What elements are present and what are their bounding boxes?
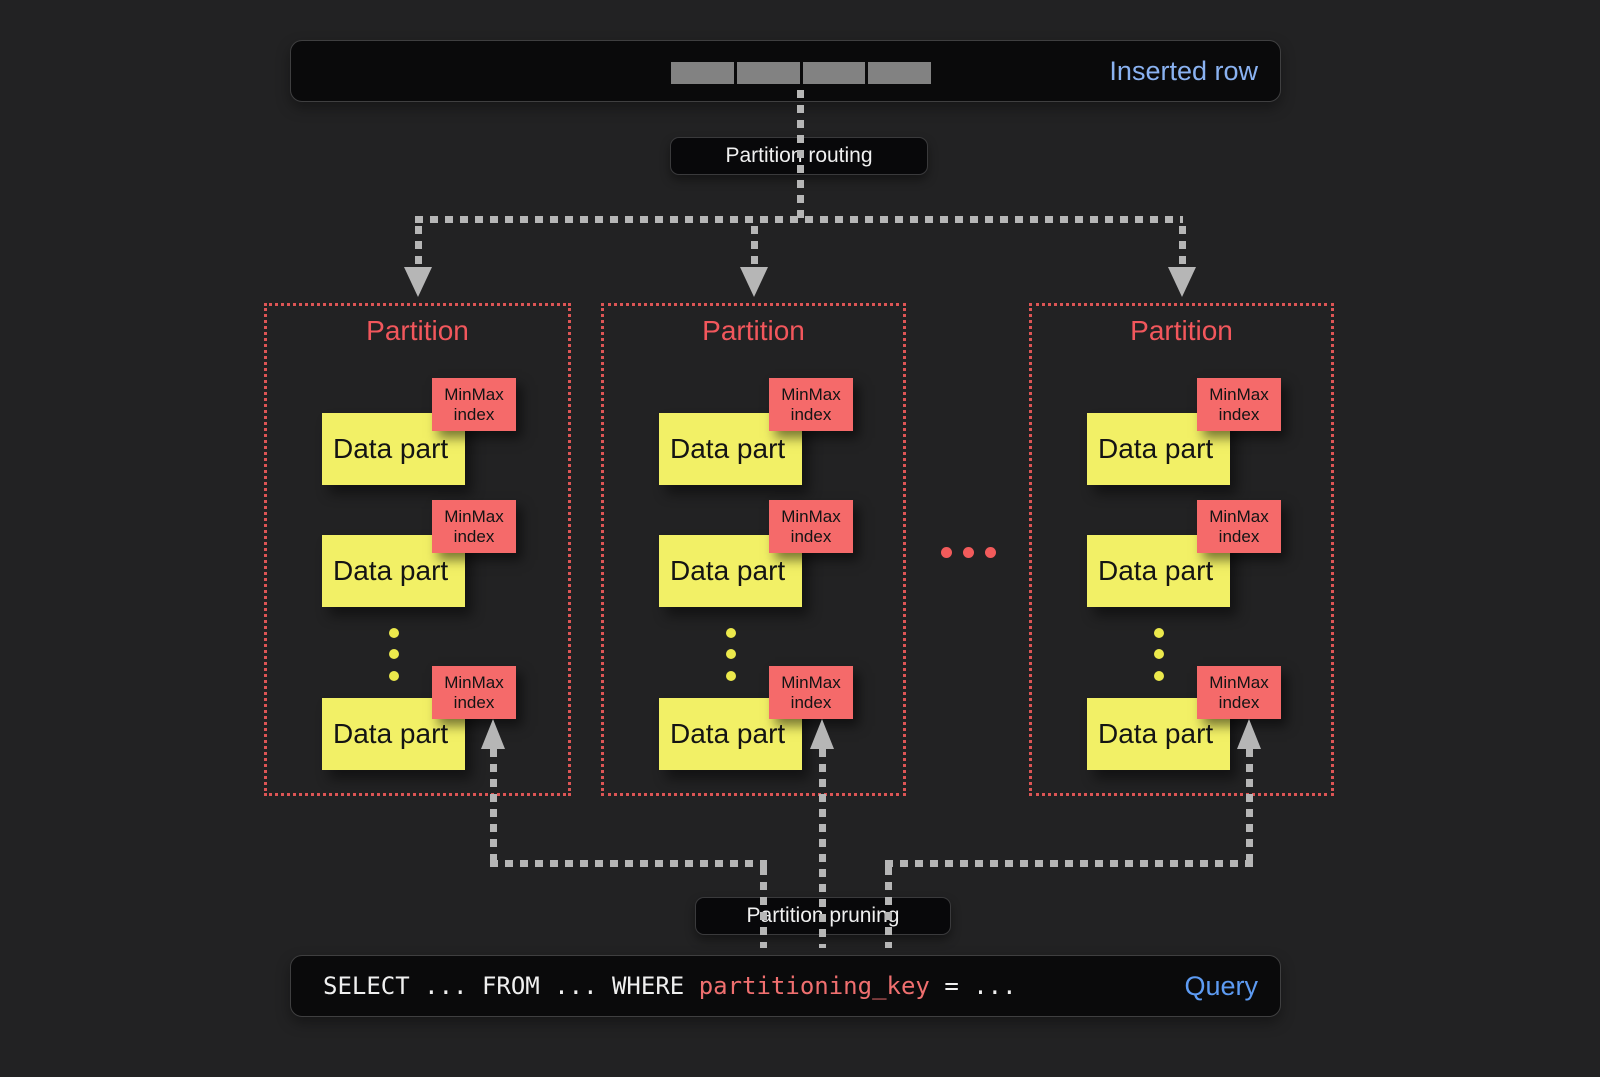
pruning-line-middle [819,749,826,948]
vertical-ellipsis-dot [726,628,736,638]
minmax-index-tag: MinMax index [432,378,516,431]
row-segment [736,62,800,84]
minmax-index-tag: MinMax index [432,500,516,553]
query-label: Query [1184,970,1258,1001]
branch-line-left [415,226,422,267]
partitioning-key-token: partitioning_key [698,972,930,1000]
pruning-line-right [1246,749,1253,867]
query-bar: SELECT ... FROM ... WHERE partitioning_k… [290,955,1281,1017]
pruning-drop-right [885,867,892,948]
arrow-down-icon [740,267,768,297]
row-segment [802,62,866,84]
branch-line-right [1179,226,1186,267]
minmax-index-tag: MinMax index [1197,500,1281,553]
pruning-drop-left [760,867,767,948]
vertical-ellipsis-dot [726,671,736,681]
distribution-line [415,216,1183,223]
partition-box: Partition Data part MinMax index Data pa… [264,303,571,796]
partition-title: Partition [1130,315,1233,346]
partition-box: Partition Data part MinMax index Data pa… [601,303,906,796]
routing-connector-line [797,90,804,219]
data-part: Data part [322,413,465,485]
data-part: Data part [322,535,465,607]
pruning-line-right-horizontal [885,860,1253,867]
inserted-row-label: Inserted row [1109,55,1258,86]
partition-title: Partition [366,315,469,346]
row-segments [671,62,931,84]
arrow-up-icon [1237,719,1261,749]
partition-title: Partition [702,315,805,346]
partition-box: Partition Data part MinMax index Data pa… [1029,303,1334,796]
inserted-row-bar: Inserted row [290,40,1281,102]
vertical-ellipsis-dot [389,649,399,659]
minmax-index-tag: MinMax index [769,378,853,431]
data-part: Data part [1087,535,1230,607]
arrow-up-icon [810,719,834,749]
partitions-ellipsis-dot [941,547,952,558]
vertical-ellipsis-dot [1154,671,1164,681]
pruning-line-left-horizontal [490,860,767,867]
minmax-index-tag: MinMax index [1197,378,1281,431]
minmax-index-tag: MinMax index [432,666,516,719]
vertical-ellipsis-dot [389,628,399,638]
arrow-down-icon [1168,267,1196,297]
row-segment [671,62,734,84]
vertical-ellipsis-dot [1154,649,1164,659]
partitions-ellipsis-dot [985,547,996,558]
row-segment [868,62,931,84]
vertical-ellipsis-dot [1154,628,1164,638]
arrow-down-icon [404,267,432,297]
vertical-ellipsis-dot [389,671,399,681]
minmax-index-tag: MinMax index [769,666,853,719]
sql-query-text: SELECT ... FROM ... WHERE partitioning_k… [323,972,1017,1000]
branch-line-middle [751,226,758,267]
vertical-ellipsis-dot [726,649,736,659]
minmax-index-tag: MinMax index [769,500,853,553]
minmax-index-tag: MinMax index [1197,666,1281,719]
data-part: Data part [1087,413,1230,485]
arrow-up-icon [481,719,505,749]
pruning-line-left [490,749,497,863]
partitions-ellipsis-dot [963,547,974,558]
